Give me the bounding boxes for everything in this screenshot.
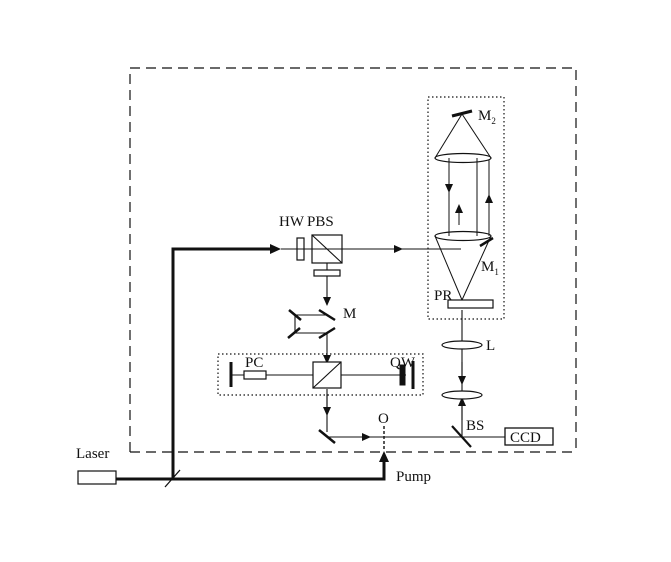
cavity-pbs-diagonal xyxy=(312,361,342,389)
l-label: L xyxy=(486,338,495,354)
pbs-label: PBS xyxy=(307,214,334,230)
qw-label: QW xyxy=(390,355,416,371)
enclosure-dashed-border xyxy=(129,67,577,452)
hw-label: HW xyxy=(279,214,305,230)
relay-ray-right-bottom xyxy=(461,235,492,301)
mirror-m2 xyxy=(451,109,473,118)
relay-dotted-box xyxy=(427,96,505,320)
pc-label: PC xyxy=(245,355,263,371)
pbs-lower-element xyxy=(313,269,341,277)
probe-arrowhead xyxy=(270,244,281,254)
m1-label: M1 xyxy=(481,259,499,277)
relay-lens-lower xyxy=(434,230,492,242)
relay-lens-upper xyxy=(434,152,492,164)
laser-label: Laser xyxy=(76,446,109,462)
mirror-m-lower-left xyxy=(287,327,301,339)
ccd-label: CCD xyxy=(510,430,541,446)
probe-beam-thick xyxy=(171,247,270,479)
relay-ray-left-bottom xyxy=(434,235,463,301)
m2-label: M2 xyxy=(478,108,496,126)
bs-label: BS xyxy=(466,418,484,434)
relay-ray-left-top xyxy=(434,113,463,159)
pump-arrowhead xyxy=(379,451,389,462)
lens-l-lower xyxy=(441,390,483,400)
pr-label: PR xyxy=(434,288,452,304)
mirror-m1 xyxy=(479,236,494,248)
laser-beam-thick xyxy=(116,462,386,481)
cavity-dotted-box xyxy=(217,353,424,396)
laser-box xyxy=(77,470,117,485)
o-label: O xyxy=(378,411,389,427)
ccd-camera xyxy=(504,427,554,446)
pr-plate xyxy=(447,299,494,309)
quarter-wave-plate xyxy=(399,364,406,386)
relay-ray-right-top xyxy=(461,113,492,159)
lens-l-upper xyxy=(441,340,483,350)
pockels-cell xyxy=(243,370,267,380)
periscope-beam xyxy=(294,314,327,334)
m-label: M xyxy=(343,306,356,322)
pump-label: Pump xyxy=(396,469,431,485)
